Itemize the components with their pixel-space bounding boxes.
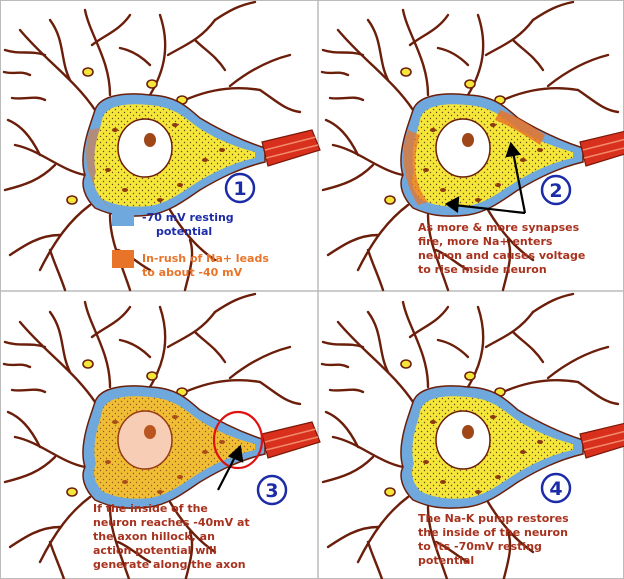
inrush-legend-line1: In-rush of Na+ leads — [142, 252, 269, 265]
caption-line: generate along the axon — [93, 558, 246, 571]
caption-line: to its -70mV resting — [418, 540, 542, 553]
caption-line: the axon hillock, an — [93, 530, 215, 543]
panel-2: 2 As more & more synapses fire, more Na+… — [322, 2, 624, 290]
panel-4: 4 The Na-K pump restores the inside of t… — [322, 294, 624, 579]
caption-line: potential — [418, 554, 474, 567]
resting-legend-swatch — [112, 208, 134, 226]
caption-line: As more & more synapses — [418, 221, 580, 234]
caption-line: to rise inside neuron — [418, 263, 547, 276]
step-number: 3 — [265, 480, 278, 502]
caption-line: If the inside of the — [93, 502, 208, 515]
step-number: 2 — [549, 180, 562, 202]
caption-line: the inside of the neuron — [418, 526, 568, 539]
caption-line: action potential will — [93, 544, 217, 557]
caption-line: neuron and causes voltage — [418, 249, 585, 262]
caption-line: fire, more Na+ enters — [418, 235, 553, 248]
step-number: 1 — [233, 178, 246, 200]
step-number: 4 — [549, 478, 562, 500]
resting-legend-line1: -70 mV resting — [142, 211, 234, 224]
inrush-legend-swatch — [112, 250, 134, 268]
inrush-region — [94, 396, 255, 498]
caption-line: The Na-K pump restores — [418, 512, 569, 525]
panel-3: 3 If the inside of the neuron reaches -4… — [4, 0, 395, 579]
neuron-illustration — [4, 2, 320, 290]
resting-legend-line2: potential — [156, 225, 212, 238]
inrush-legend-line2: to about -40 mV — [142, 266, 243, 279]
caption-line: neuron reaches -40mV at — [93, 516, 250, 529]
panel-1: 1 -70 mV resting potential In-rush of Na… — [4, 2, 320, 290]
